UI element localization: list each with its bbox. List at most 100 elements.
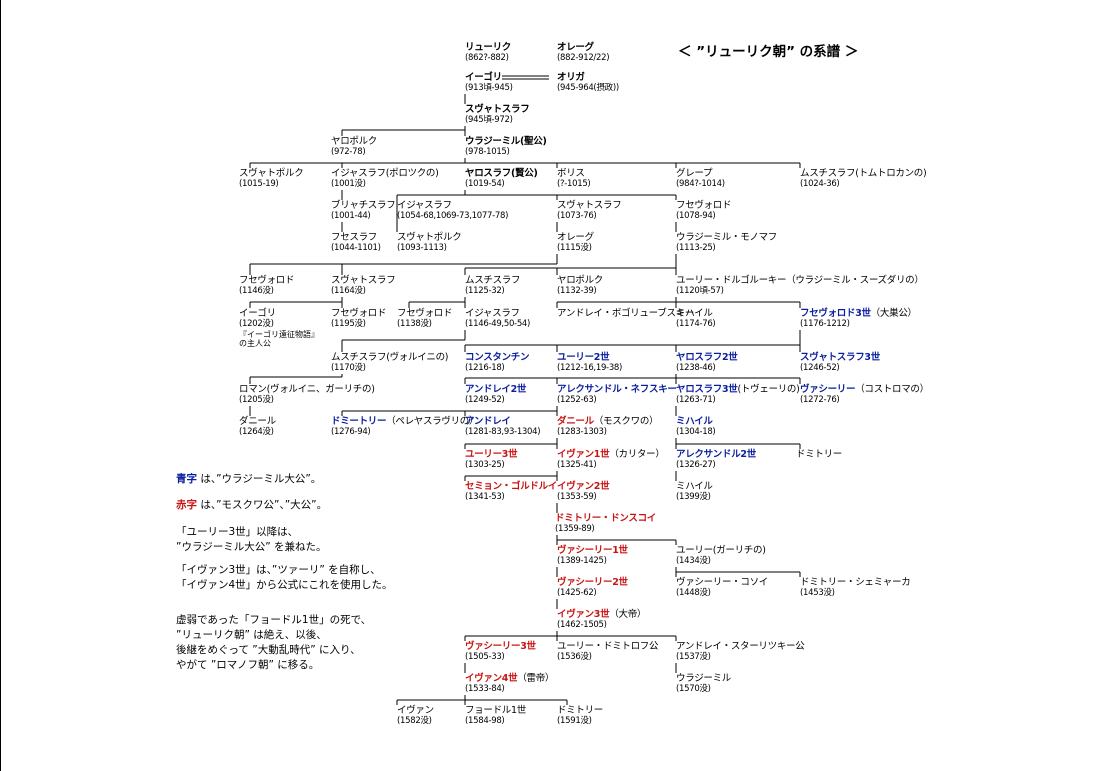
person-name: スヴャトスラフ3世 — [800, 352, 880, 363]
person-name-text: リューリク — [465, 42, 512, 53]
person-name: ダニール — [239, 416, 276, 427]
person-dates: (1212-16,19-38) — [557, 363, 623, 373]
person-dates: (882-912/22) — [557, 53, 610, 63]
person-entry: ムスチスラフ(トムトロカンの)(1024-36) — [800, 168, 927, 190]
person-dates: (1176-1212) — [800, 319, 850, 329]
person-dates: (1164没) — [331, 286, 366, 296]
person-name: ヤロスラフ3世(トヴェーリの) — [676, 384, 800, 395]
person-name: アンドレイ・スターリツキー公 — [676, 641, 805, 652]
person-name-text: ヴァシーリー1世 — [557, 545, 628, 556]
person-name-text: オレーグ — [557, 232, 594, 243]
person-entry: ヤロスラフ3世(トヴェーリの)(1263-71) — [676, 384, 800, 406]
person-name: ユーリー(ガーリチの) — [676, 545, 766, 556]
person-name: フセヴォロド — [331, 308, 387, 319]
person-name-text: ユーリー3世 — [465, 449, 518, 460]
person-note: 『イーゴリ遠征物語』の主人公 — [239, 330, 319, 348]
person-dates: (984?-1014) — [676, 179, 725, 189]
person-name-text: イヴァン2世 — [557, 481, 610, 492]
person-name: フセヴォロド — [676, 200, 732, 211]
legend-blue-text: は、”ウラジーミル大公”。 — [197, 473, 322, 485]
person-entry: アンドレイ2世(1249-52) — [465, 384, 526, 406]
person-name-text: ドミトリー — [796, 449, 843, 460]
person-entry: ヴァシーリー3世(1505-33) — [465, 641, 536, 663]
person-dates: (1353-59) — [557, 492, 597, 502]
person-name: アレクサンドル2世 — [676, 449, 756, 460]
person-name-text: フセスラフ — [331, 232, 378, 243]
person-entry: ムスチスラフ(ヴォルイニの)(1170没) — [331, 352, 449, 374]
person-epithet: （大巣公） — [870, 308, 917, 319]
person-name-text: イジャスラフ — [397, 200, 452, 211]
person-entry: フョードル1世(1584-98) — [465, 705, 526, 727]
person-entry: スヴャトスラフ(945頃-972) — [465, 104, 530, 126]
person-entry: スヴャトスラフ3世(1246-52) — [800, 352, 880, 374]
person-name: ダニール（モスクワの） — [557, 416, 659, 427]
note-ivan-line1: 「イヴァン3世」は、”ツァーリ” を自称し、 — [176, 564, 381, 576]
person-dates: (1448没) — [676, 588, 711, 598]
person-name: イヴァン — [397, 705, 434, 716]
person-name: ユーリー3世 — [465, 449, 518, 460]
person-dates: (945-964(摂政)) — [557, 83, 619, 93]
person-name-text: ヴァシーリー3世 — [465, 641, 536, 652]
person-name: スヴャトポルク — [397, 232, 462, 243]
person-name: グレープ — [676, 168, 725, 179]
person-name-text: ユーリー・ドミトロフ公 — [557, 641, 659, 652]
person-name-text: ムスチスラフ — [465, 275, 521, 286]
person-dates: (1399没) — [676, 492, 711, 502]
person-dates: (1249-52) — [465, 395, 505, 405]
note-end-line4: やがて ”ロマノフ朝” に移る。 — [176, 659, 320, 671]
person-name: オレーグ — [557, 232, 594, 243]
person-entry: ユーリー・ドミトロフ公(1536没) — [557, 641, 659, 663]
person-name-text: アンドレイ・ボゴリューブスキー — [557, 308, 695, 319]
person-name: ユーリー2世 — [557, 352, 622, 363]
person-name: アレクサンドル・ネフスキー — [557, 384, 677, 395]
person-entry: ダニール（モスクワの）(1283-1303) — [557, 416, 659, 438]
person-dates: (1264没) — [239, 427, 274, 437]
person-dates: (913頃-945) — [465, 83, 513, 93]
person-name: リューリク — [465, 42, 511, 53]
person-dates: (1505-33) — [465, 652, 505, 662]
person-name-text: ヤロスラフ(賢公) — [465, 168, 538, 179]
person-entry: ロマン(ヴォルイニ、ガーリチの)(1205没) — [239, 384, 375, 406]
person-name-text: イジャスラフ(ポロツクの) — [331, 168, 439, 179]
person-name: ミハイル — [676, 308, 715, 319]
person-name: イヴァン4世（雷帝） — [465, 673, 554, 684]
person-name-text: ドミトリー・ドンスコイ — [555, 513, 657, 524]
person-name-text: ムスチスラフ(ヴォルイニの) — [331, 352, 449, 363]
person-name: ムスチスラフ — [465, 275, 521, 286]
person-name: イヴァン2世 — [557, 481, 610, 492]
person-entry: ドミートリー（ペレヤスラヴリの）(1276-94) — [331, 416, 479, 438]
person-name-text: ドミトリー・シェミャーカ — [800, 577, 911, 588]
person-dates: (1263-71) — [676, 395, 716, 405]
person-dates: (1341-53) — [465, 492, 505, 502]
person-dates: (1205没) — [239, 395, 274, 405]
person-dates: (1174-76) — [676, 319, 716, 329]
person-epithet: （雷帝） — [517, 673, 555, 684]
person-name-text: ユーリー(ガーリチの) — [676, 545, 766, 556]
person-entry: イーゴリ(913頃-945) — [465, 72, 513, 94]
person-name-text: ミハイル — [676, 481, 713, 492]
person-name: ロマン(ヴォルイニ、ガーリチの) — [239, 384, 375, 395]
person-name: アンドレイ — [465, 416, 540, 427]
note-end-line1: 虚弱であった「フョードル1世」の死で、 — [176, 614, 372, 626]
person-name: イーゴリ — [465, 72, 513, 83]
person-name-text: ドミートリー — [331, 416, 387, 427]
person-entry: フセスラフ(1044-1101) — [331, 232, 381, 254]
person-name: イジャスラフ(ポロツクの) — [331, 168, 439, 179]
person-name-text: スヴャトスラフ3世 — [800, 352, 880, 363]
person-entry: コンスタンチン(1216-18) — [465, 352, 530, 374]
person-entry: ウラジーミル(1570没) — [676, 673, 731, 695]
person-dates: (1252-63) — [557, 395, 597, 405]
person-entry: イーゴリ(1202没)『イーゴリ遠征物語』の主人公 — [239, 308, 319, 348]
person-name-text: フセヴォロド — [239, 275, 295, 286]
person-name: ドミトリー — [796, 449, 842, 460]
person-dates: (1120頃-57) — [676, 286, 724, 296]
person-name: イジャスラフ — [397, 200, 508, 211]
note-ivan: 「イヴァン3世」は、”ツァーリ” を自称し、「イヴァン4世」から公式にこれを使用… — [176, 563, 392, 593]
person-dates: (1146没) — [239, 286, 274, 296]
person-dates: (1591没) — [557, 716, 592, 726]
person-entry: ユーリー3世(1303-25) — [465, 449, 518, 471]
person-name: ウラジーミル・モノマフ — [676, 232, 777, 243]
person-name: フョードル1世 — [465, 705, 526, 716]
person-entry: ムスチスラフ(1125-32) — [465, 275, 521, 297]
person-dates: (1533-84) — [465, 684, 505, 694]
